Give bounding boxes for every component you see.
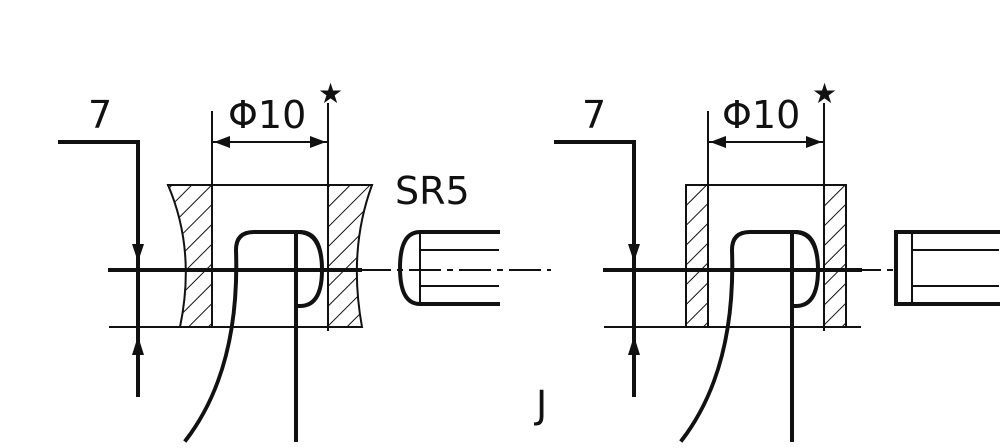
left-offset-label: 7 xyxy=(88,93,113,137)
left-diameter-mark: ★ xyxy=(318,77,344,110)
right-bushing-wall-right xyxy=(823,184,847,328)
right-diameter-mark: ★ xyxy=(812,77,838,110)
right-view xyxy=(554,103,1000,443)
left-bushing-wall-left xyxy=(166,184,213,328)
left-dim-arrow-right xyxy=(310,136,326,148)
right-offset-arrow-top xyxy=(628,244,640,262)
left-dim-arrow-left xyxy=(214,136,230,148)
left-offset-arrow-top xyxy=(132,244,144,262)
view-label-j: J xyxy=(536,383,548,427)
right-pin-outline xyxy=(894,230,1000,306)
right-bushing-outline xyxy=(685,184,847,328)
right-hook-tip xyxy=(790,229,821,308)
left-bushing-wall-right xyxy=(327,184,374,328)
left-diameter-label: Φ10 xyxy=(228,93,307,137)
right-offset-leader xyxy=(554,140,636,397)
left-offset-arrow-bottom xyxy=(132,336,144,355)
left-offset-leader xyxy=(58,140,140,397)
right-dim-arrow-right xyxy=(806,136,822,148)
right-diameter-label: Φ10 xyxy=(722,93,801,137)
left-hook-body xyxy=(183,230,302,443)
right-offset-label: 7 xyxy=(582,93,607,137)
left-radius-label: SR5 xyxy=(395,169,470,213)
right-bushing-wall-left xyxy=(685,184,709,328)
right-dim-arrow-left xyxy=(710,136,726,148)
right-offset-arrow-bottom xyxy=(628,336,640,355)
left-hook-tip xyxy=(294,229,325,308)
right-hook-body xyxy=(679,230,798,443)
left-pin-dome xyxy=(397,230,500,306)
left-view xyxy=(58,103,551,443)
